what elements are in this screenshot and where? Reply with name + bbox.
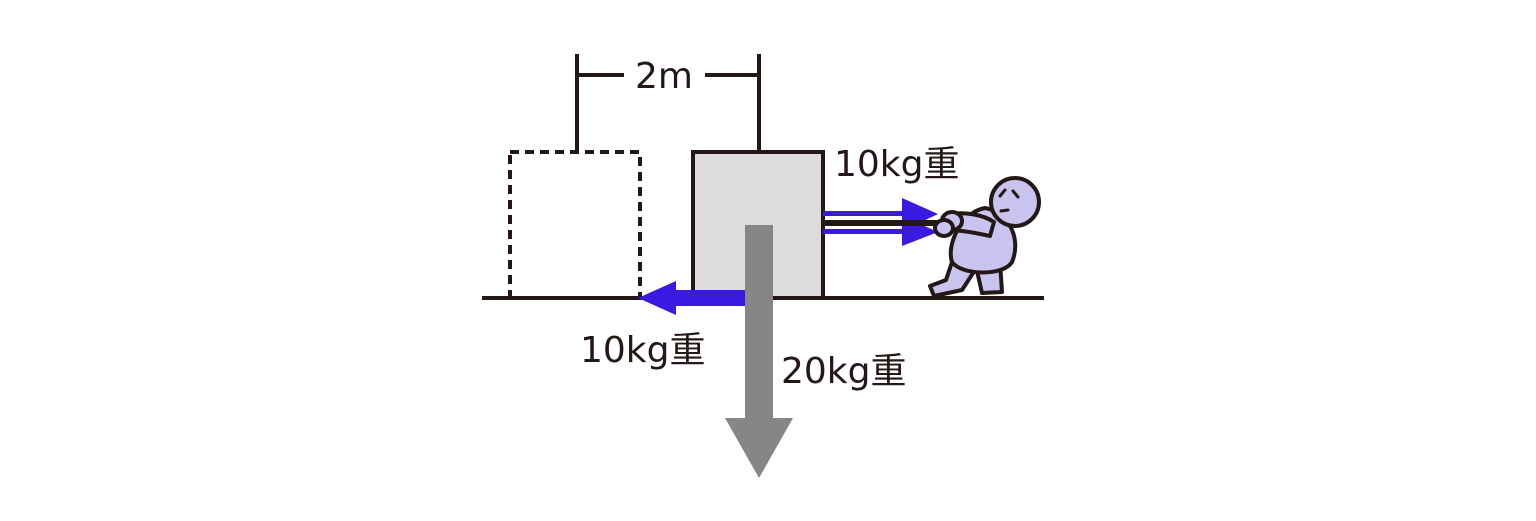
rope-force-label: 10kg重 [834,144,960,185]
initial-box-position [508,150,642,300]
friction-force-label: 10kg重 [580,330,706,371]
weight-arrow [725,225,793,478]
weight-label: 20kg重 [781,351,907,392]
distance-dimension [575,54,761,152]
distance-label: 2m [635,56,693,97]
person-figure [928,176,1041,298]
friction-force-arrow [638,281,746,315]
